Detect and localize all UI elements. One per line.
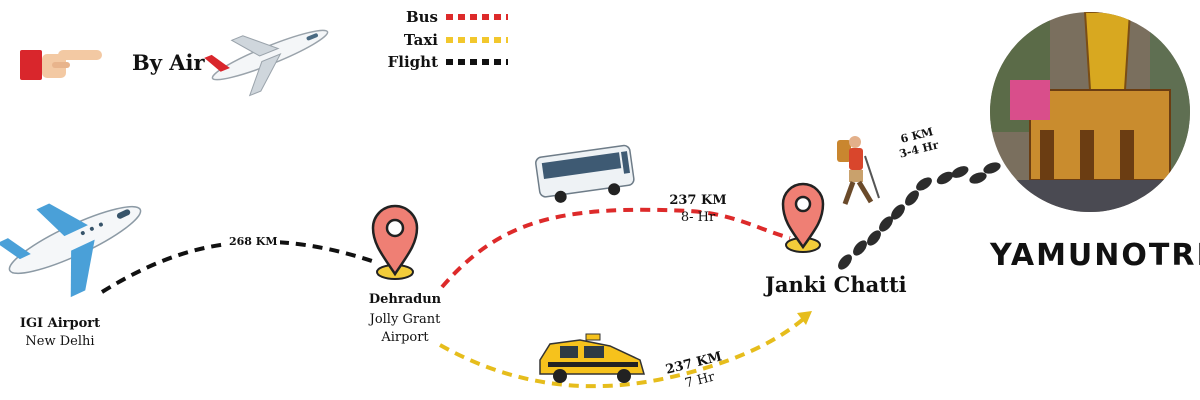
legend-flight-label: Flight [387,53,438,71]
flight-distance: 268 KM [227,235,280,248]
footprints-icon [838,162,1001,270]
taxi-icon [539,333,645,383]
bus-time: 8- Hr [680,210,716,225]
stop-name: Janki Chatti [765,272,907,297]
hiker-icon [837,136,880,205]
janki-location-pin-icon [781,182,825,253]
bus-icon [535,144,635,203]
bus-distance: 237 KM [669,193,727,208]
destination-name: YAMUNOTRI [990,238,1200,273]
pointing-hand-icon [20,50,102,80]
by-air-title: By Air [132,50,205,75]
taxi-route-line [439,313,810,389]
dehradun-location-pin-icon [371,204,419,280]
origin-city: New Delhi [25,334,95,349]
airplane-icon [204,29,329,97]
legend-taxi-label: Taxi [403,31,438,49]
large-airplane-icon [0,203,142,298]
yamunotri-temple-image [990,12,1190,212]
hub-sub2: Airport [381,330,429,345]
bus-route-line [440,207,791,289]
legend-bus-label: Bus [405,8,438,26]
flight-route-line [100,239,376,294]
taxi-arrowhead [797,311,812,325]
origin-name: IGI Airport [19,316,101,331]
hub-name: Dehradun [368,292,442,307]
hub-sub1: Jolly Grant [369,312,441,327]
